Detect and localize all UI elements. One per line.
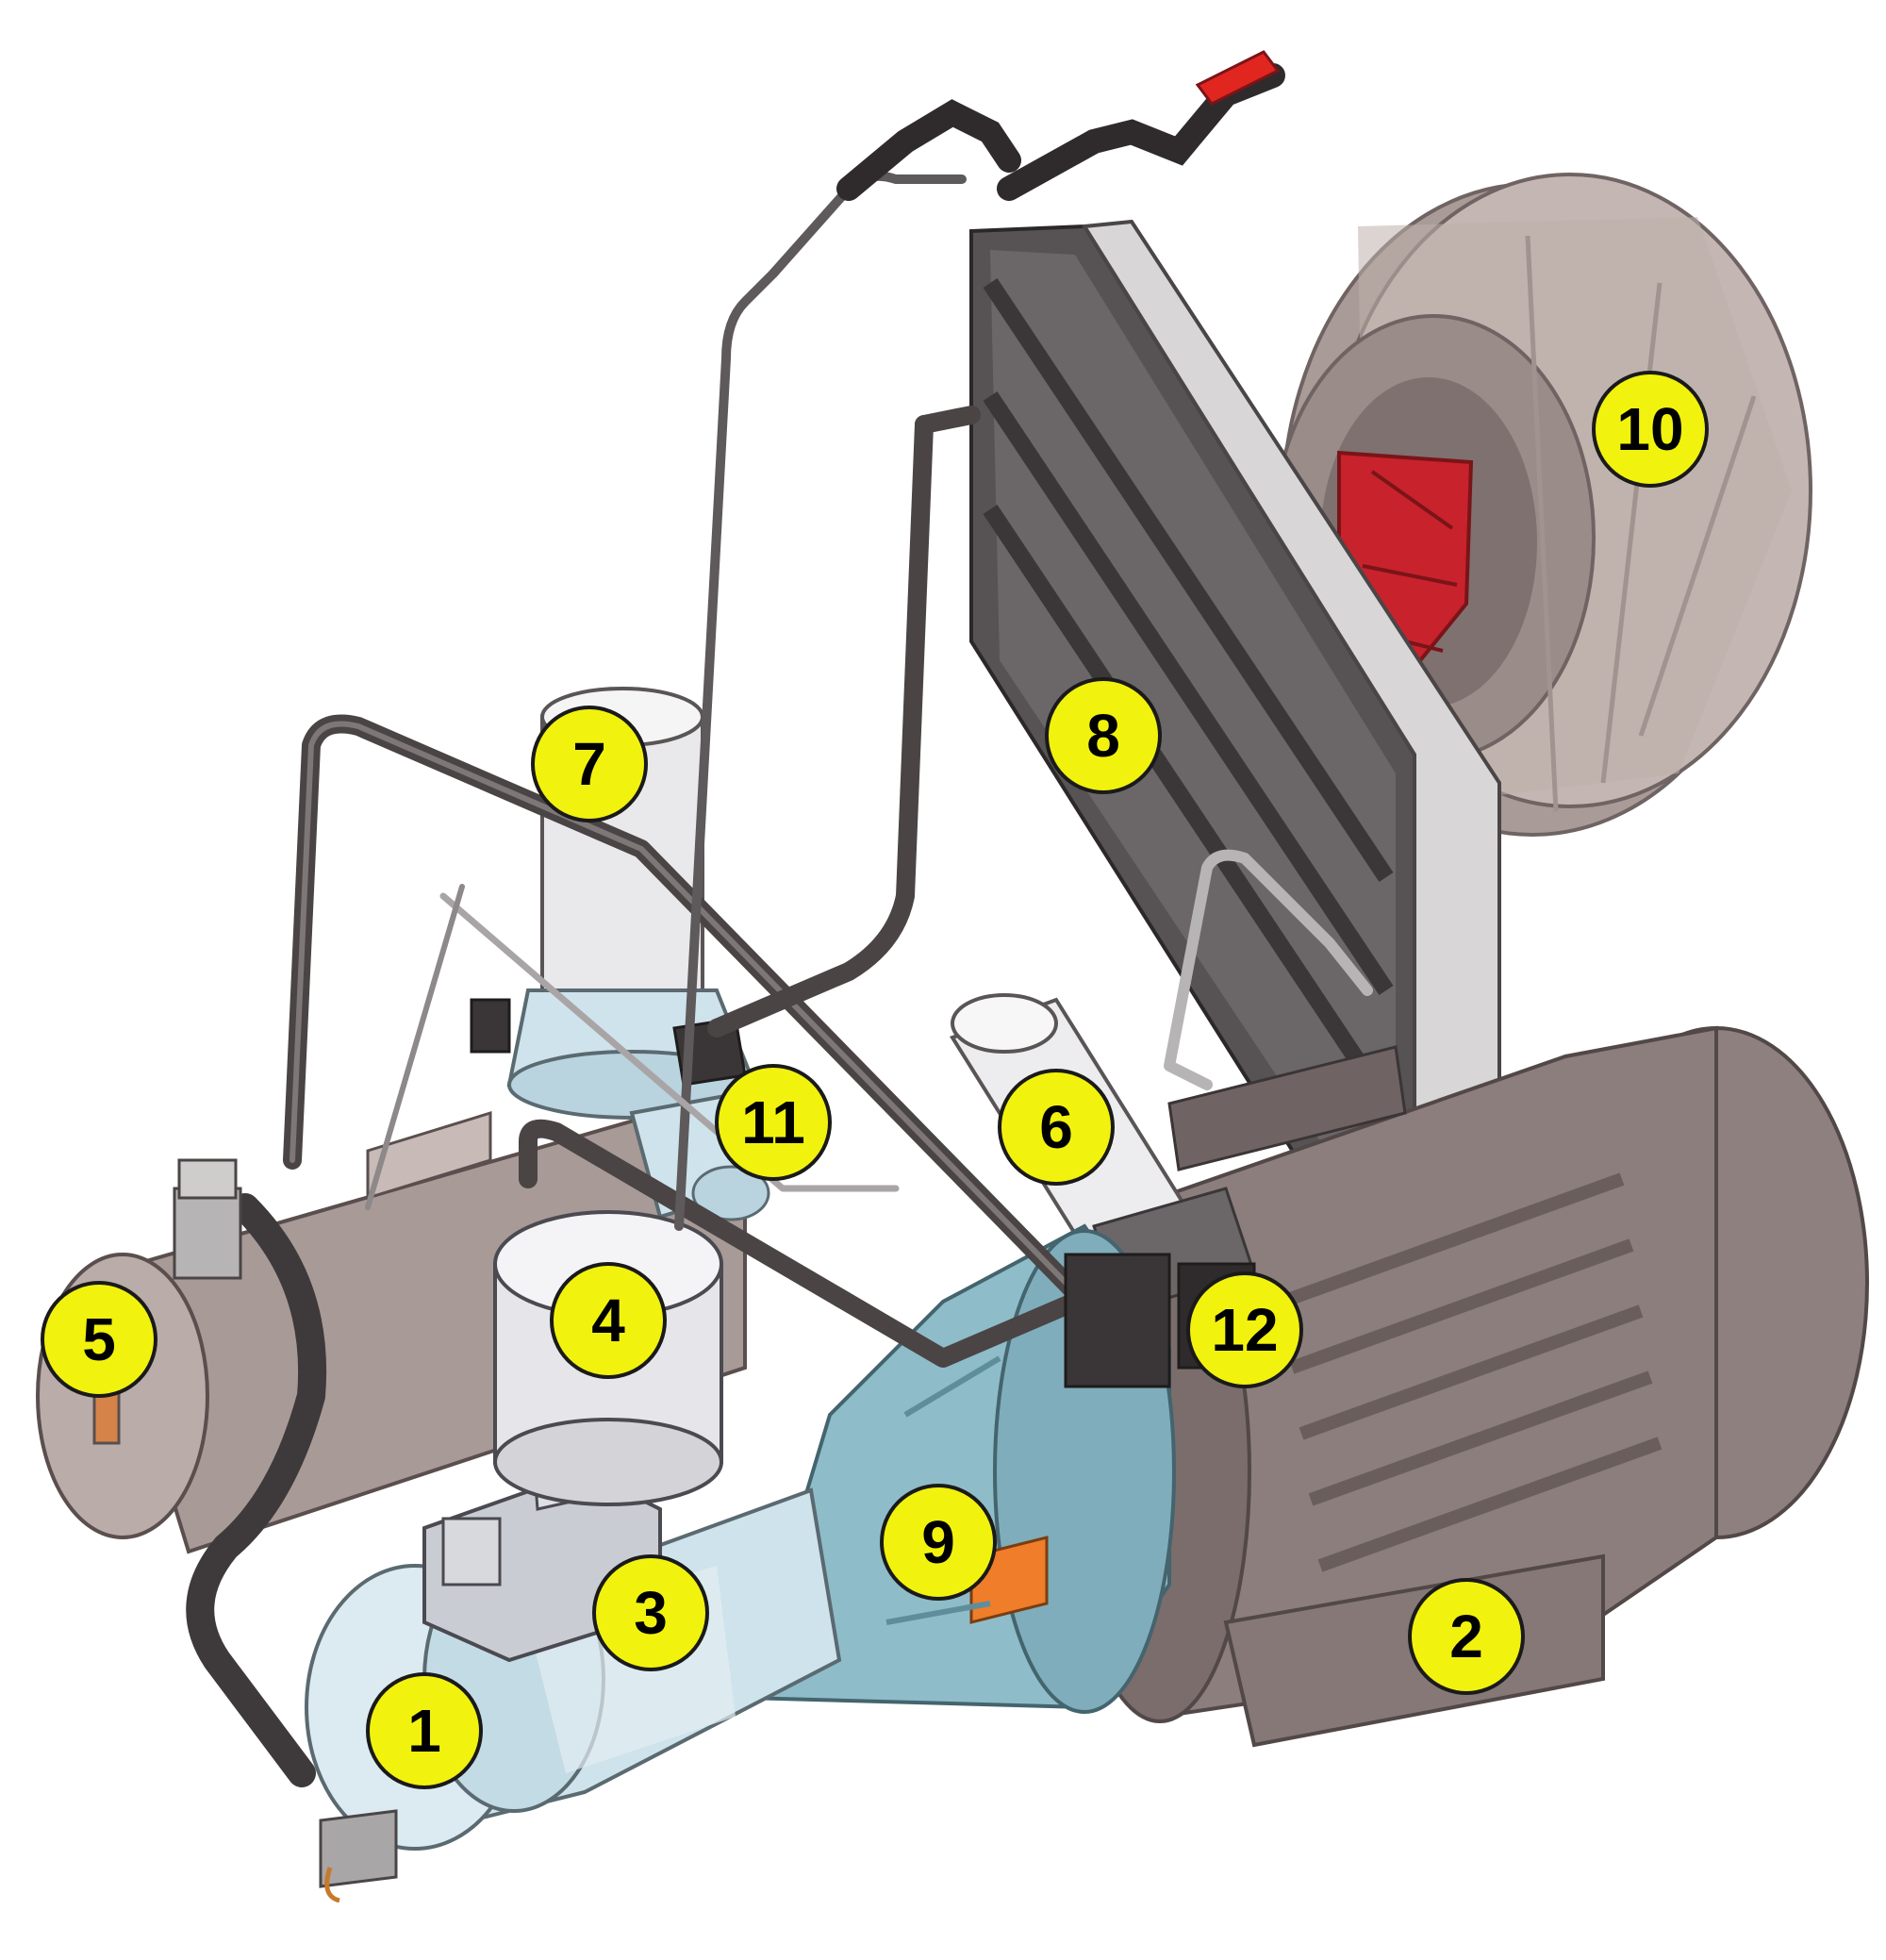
callout-12: 12 xyxy=(1186,1271,1303,1388)
callout-6: 6 xyxy=(998,1069,1115,1186)
callout-number: 3 xyxy=(634,1579,668,1647)
callout-circle xyxy=(1186,1271,1303,1388)
callout-number: 6 xyxy=(1039,1093,1073,1161)
callout-circle xyxy=(880,1484,997,1601)
callout-1: 1 xyxy=(366,1672,483,1789)
ball-valve xyxy=(997,50,1285,201)
callout-number: 7 xyxy=(572,730,606,798)
callout-number: 5 xyxy=(82,1305,116,1373)
callout-circle xyxy=(998,1069,1115,1186)
callout-circle xyxy=(41,1281,157,1398)
callout-number: 11 xyxy=(741,1088,805,1156)
callout-8: 8 xyxy=(1045,677,1162,794)
callout-7: 7 xyxy=(531,706,648,822)
callout-4: 4 xyxy=(550,1262,667,1379)
callout-number: 2 xyxy=(1449,1603,1483,1670)
callout-circle xyxy=(1592,371,1709,488)
tank-fitting xyxy=(173,1158,242,1280)
oil-cooler xyxy=(969,219,1501,1247)
callout-circle xyxy=(592,1554,709,1671)
callout-9: 9 xyxy=(880,1484,997,1601)
callout-circle xyxy=(715,1064,832,1181)
callout-10: 10 xyxy=(1592,371,1709,488)
callout-circle xyxy=(1408,1578,1525,1695)
callout-5: 5 xyxy=(41,1281,157,1398)
callout-number: 1 xyxy=(407,1697,441,1765)
callout-number: 12 xyxy=(1211,1296,1278,1364)
callout-circle xyxy=(550,1262,667,1379)
callout-number: 8 xyxy=(1086,702,1120,770)
callout-number: 9 xyxy=(921,1508,955,1576)
callout-number: 10 xyxy=(1616,395,1683,463)
callout-number: 4 xyxy=(591,1287,625,1354)
callout-circle xyxy=(1045,677,1162,794)
valve-handle xyxy=(1195,50,1281,106)
callout-3: 3 xyxy=(592,1554,709,1671)
callout-circle xyxy=(531,706,648,822)
callout-11: 11 xyxy=(715,1064,832,1181)
callout-circle xyxy=(366,1672,483,1789)
callout-2: 2 xyxy=(1408,1578,1525,1695)
pipework xyxy=(186,171,1373,1787)
hose-connector xyxy=(836,99,1021,201)
